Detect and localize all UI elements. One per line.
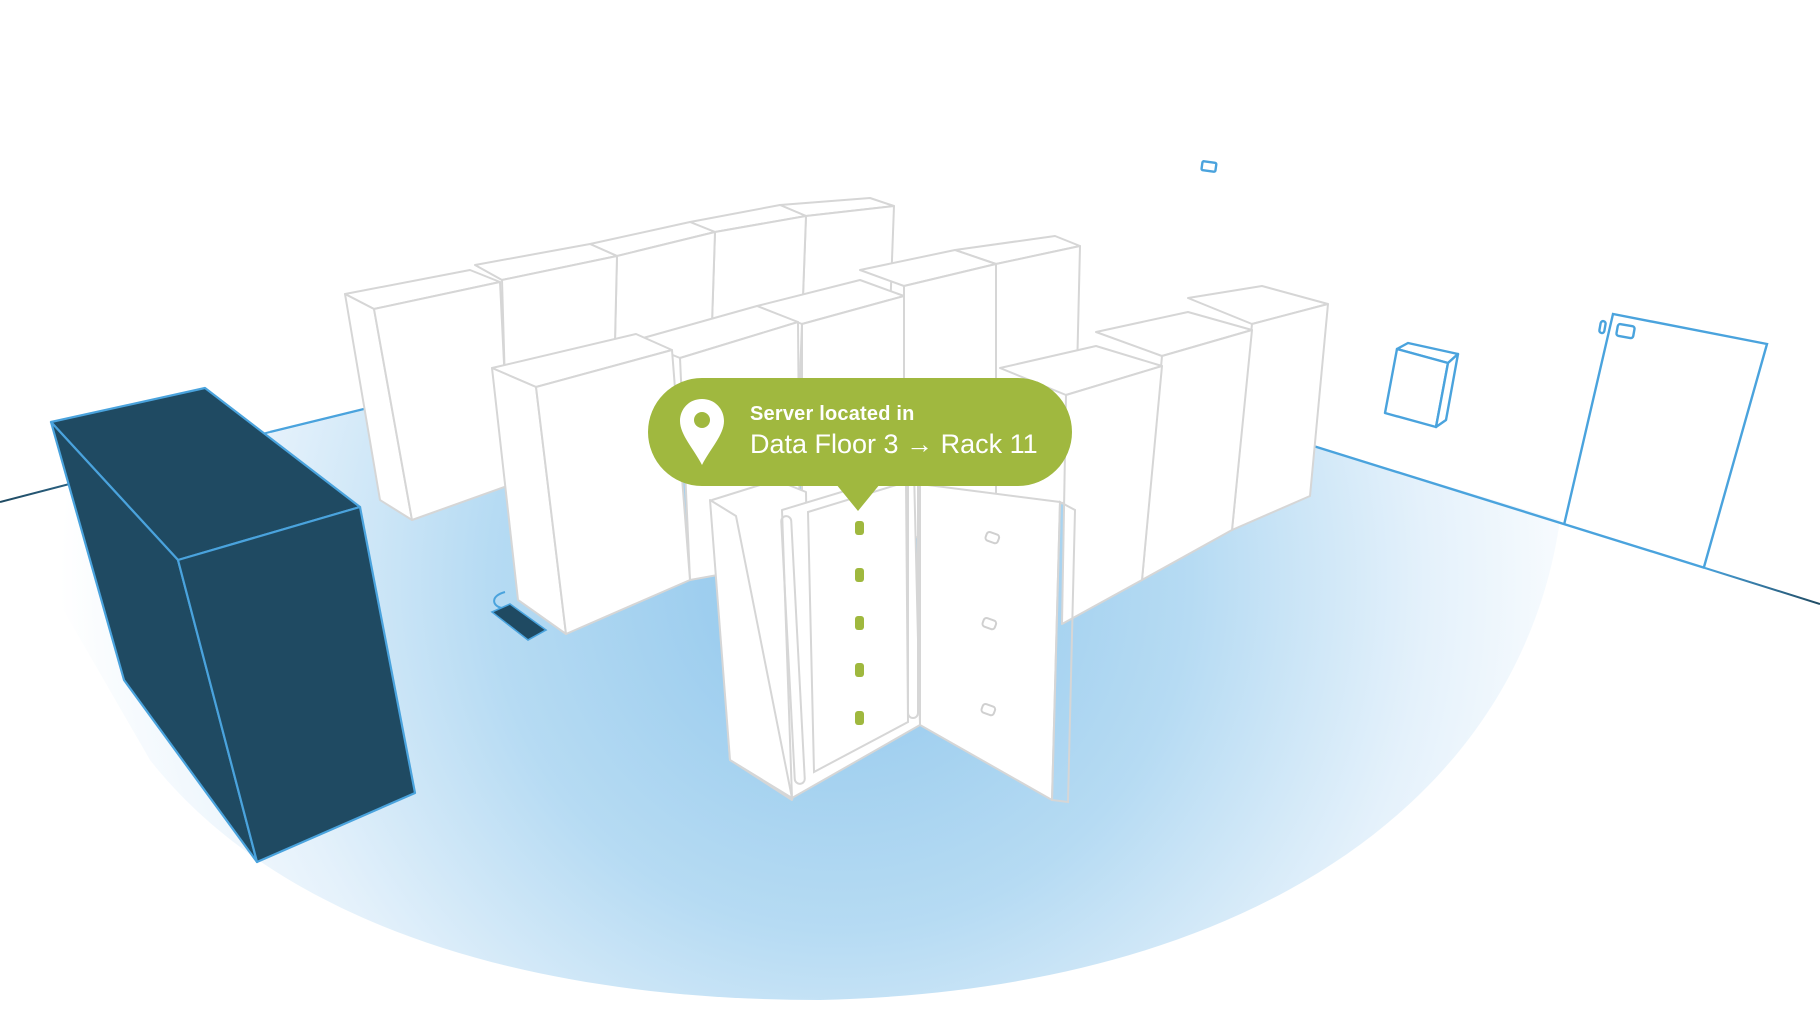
callout-pointer [836,484,880,511]
led-3 [855,616,864,630]
left-wall-baseline-2 [269,406,369,434]
led-5 [855,711,864,725]
right-wall-baseline [1306,442,1706,570]
led-4 [855,663,864,677]
led-1 [855,521,864,535]
map-pin-icon [680,399,724,465]
callout-title: Server located in [750,403,915,426]
door-handles [980,531,1001,717]
callout-location: Data Floor 3 → Rack 11 [750,429,1038,460]
location-callout[interactable]: Server located in Data Floor 3 → Rack 11 [648,378,1072,486]
selected-rack-11[interactable] [709,469,1077,804]
door-icon [1562,312,1769,568]
server-leds [855,521,864,725]
floor-vent-icon [490,591,548,641]
rack-row-right [999,285,1329,625]
led-2 [855,568,864,582]
highlighted-equipment-box[interactable] [49,386,417,864]
wall-panel-icon [1383,341,1460,429]
wall-sensor-icon [1200,160,1218,173]
right-wall-baseline-2 [1704,567,1820,605]
callout-text: Server located in Data Floor 3 → Rack 11 [750,403,1038,460]
